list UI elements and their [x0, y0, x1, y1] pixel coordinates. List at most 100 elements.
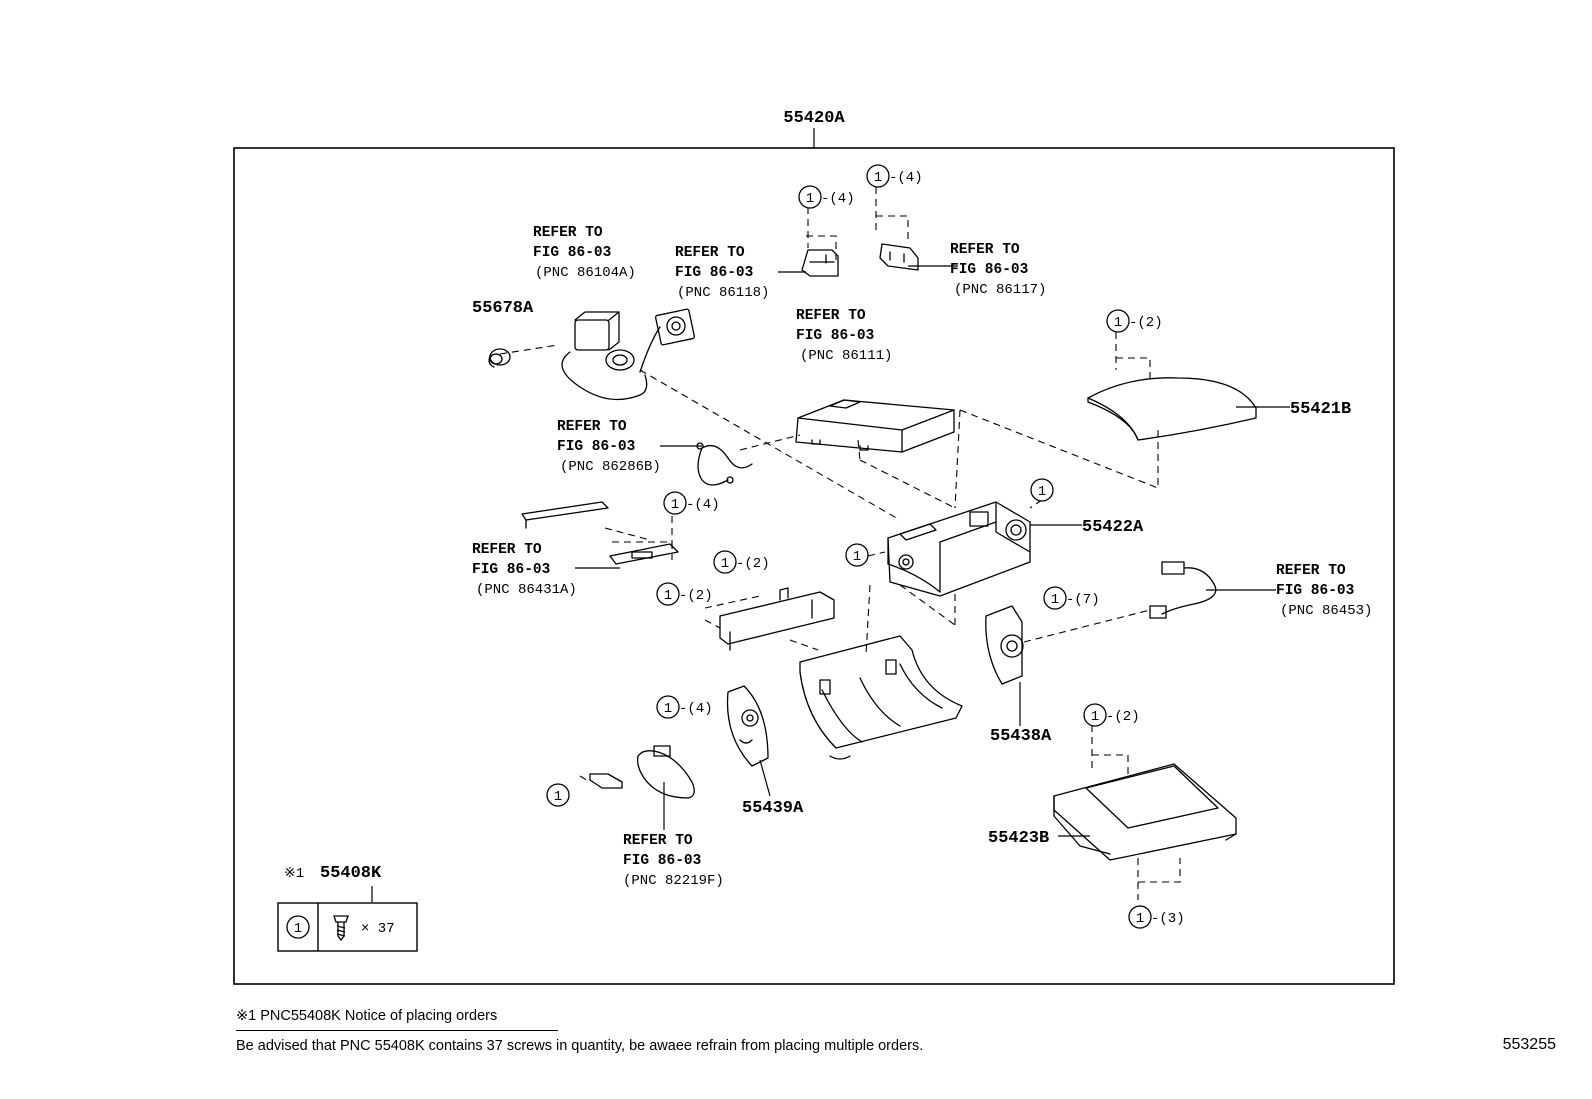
ref-86453-line2: FIG 86-03: [1276, 583, 1354, 599]
ref-86111-line2: FIG 86-03: [796, 328, 874, 344]
kit-label: 55408K: [320, 864, 382, 883]
callout-1-q2-d[interactable]: 1 -(2): [1083, 703, 1140, 727]
callout-1-q4-b[interactable]: 1 -(4): [866, 164, 923, 188]
part-86118-bracket[interactable]: [801, 249, 839, 277]
callout-num: 1: [1136, 911, 1144, 927]
part-55439A-vent[interactable]: [726, 685, 769, 767]
callout-1-b[interactable]: 1: [845, 543, 869, 567]
ref-86104A-line3: (PNC 86104A): [535, 265, 636, 281]
part-55423B-tray[interactable]: [1053, 763, 1237, 861]
ref-86286B-line2: FIG 86-03: [557, 439, 635, 455]
callout-qty: -(3): [1151, 911, 1185, 927]
ref-86286B-line3: (PNC 86286B): [560, 459, 661, 475]
part-bracket-strip[interactable]: [719, 587, 835, 651]
kit-mark: ※1: [284, 866, 304, 882]
ref-86453-line1: REFER TO: [1276, 563, 1346, 579]
ref-86286B-line1: REFER TO: [557, 419, 627, 435]
notice-underline: [236, 1030, 558, 1031]
callout-qty: -(2): [1129, 315, 1163, 331]
callout-1-q4-d[interactable]: 1 -(4): [656, 695, 713, 719]
callout-qty: -(4): [821, 191, 855, 207]
ref-86118-line3: (PNC 86118): [677, 285, 769, 301]
ref-86453-line3: (PNC 86453): [1280, 603, 1372, 619]
ref-86431A-line2: FIG 86-03: [472, 562, 550, 578]
screw-icon: [333, 915, 349, 942]
callout-num: 1: [721, 556, 729, 572]
figure-id: 553255: [1502, 1036, 1556, 1053]
callout-num: 1: [1038, 484, 1046, 500]
callout-qty: -(2): [1106, 709, 1140, 725]
callout-num: 1: [664, 588, 672, 604]
kit-quantity: × 37: [361, 921, 395, 937]
ref-82219F-line3: (PNC 82219F): [623, 873, 724, 889]
leader-lines: [371, 265, 1290, 902]
callout-1-a[interactable]: 1: [1030, 478, 1054, 502]
ref-86111[interactable]: REFER TO FIG 86-03 (PNC 86111): [796, 308, 892, 364]
part-82219F-light[interactable]: [589, 745, 695, 799]
part-lower-shell[interactable]: [799, 635, 963, 760]
part-number-55421B[interactable]: 55421B: [1290, 400, 1351, 419]
ref-86431A-line3: (PNC 86431A): [476, 582, 577, 598]
dashed-guides: [499, 187, 1181, 900]
assembly-frame: [233, 147, 1395, 985]
callout-num: 1: [806, 191, 814, 207]
part-86117-bracket[interactable]: [879, 243, 919, 271]
callout-num: 1: [874, 170, 882, 186]
callout-qty: -(4): [889, 170, 923, 186]
ref-82219F-line1: REFER TO: [623, 833, 693, 849]
ref-82219F-line2: FIG 86-03: [623, 853, 701, 869]
callout-1-q7[interactable]: 1 -(7): [1043, 586, 1100, 610]
callouts: 1 -(4) 1 -(4) 1 -(2) 1 1 1 -(4) 1: [546, 164, 1185, 929]
callout-1-q2-b[interactable]: 1 -(2): [713, 550, 770, 574]
callout-qty: -(4): [679, 701, 713, 717]
part-86453-harness[interactable]: [1149, 561, 1217, 619]
ref-86104A[interactable]: REFER TO FIG 86-03 (PNC 86104A): [533, 225, 636, 281]
callout-1-q3[interactable]: 1 -(3): [1128, 905, 1185, 929]
notice-body: Be advised that PNC 55408K contains 37 s…: [236, 1038, 924, 1054]
ref-86111-line3: (PNC 86111): [800, 348, 892, 364]
ref-86117-line3: (PNC 86117): [954, 282, 1046, 298]
ref-86453[interactable]: REFER TO FIG 86-03 (PNC 86453): [1276, 563, 1372, 619]
ref-86117-line1: REFER TO: [950, 242, 1020, 258]
part-number-55438A[interactable]: 55438A: [990, 727, 1052, 746]
ref-86117-line2: FIG 86-03: [950, 262, 1028, 278]
callout-qty: -(2): [736, 556, 770, 572]
ref-86104A-line2: FIG 86-03: [533, 245, 611, 261]
kit-table: [277, 902, 418, 952]
part-55438A-vent[interactable]: [985, 605, 1024, 685]
part-number-55422A[interactable]: 55422A: [1082, 518, 1144, 537]
callout-num: 1: [1114, 315, 1122, 331]
callout-1-q2-c[interactable]: 1 -(2): [656, 582, 713, 606]
kit-55408K[interactable]: ※1 55408K 1 × 37: [277, 864, 418, 952]
callout-qty: -(2): [679, 588, 713, 604]
part-55678A-ring[interactable]: [488, 348, 511, 368]
ref-86117[interactable]: REFER TO FIG 86-03 (PNC 86117): [950, 242, 1046, 298]
notice-title: ※1 PNC55408K Notice of placing orders: [236, 1008, 498, 1024]
assembly-label[interactable]: 55420A: [783, 109, 845, 128]
callout-1-q4-a[interactable]: 1 -(4): [798, 185, 855, 209]
callout-1-q2-a[interactable]: 1 -(2): [1106, 309, 1163, 333]
part-55421B-lid[interactable]: [1087, 377, 1257, 441]
ref-86431A-line1: REFER TO: [472, 542, 542, 558]
ref-86431A[interactable]: REFER TO FIG 86-03 (PNC 86431A): [472, 542, 577, 598]
ref-86118-line2: FIG 86-03: [675, 265, 753, 281]
part-number-55678A[interactable]: 55678A: [472, 299, 534, 318]
ref-86286B[interactable]: REFER TO FIG 86-03 (PNC 86286B): [557, 419, 661, 475]
part-number-55423B[interactable]: 55423B: [988, 829, 1049, 848]
callout-num: 1: [1051, 592, 1059, 608]
part-number-55439A[interactable]: 55439A: [742, 799, 804, 818]
callout-1-q4-c[interactable]: 1 -(4): [663, 491, 720, 515]
callout-num: 1: [664, 701, 672, 717]
kit-item: 1: [294, 921, 302, 937]
callout-1-c[interactable]: 1: [546, 783, 570, 807]
ref-86118-line1: REFER TO: [675, 245, 745, 261]
part-86431A-cover[interactable]: [521, 501, 679, 565]
part-86104A-switch[interactable]: [561, 308, 696, 401]
callout-num: 1: [853, 549, 861, 565]
ref-82219F[interactable]: REFER TO FIG 86-03 (PNC 82219F): [623, 833, 724, 889]
part-86111-box[interactable]: [795, 399, 955, 453]
part-55422A-bracket[interactable]: [887, 501, 1031, 597]
ref-86118[interactable]: REFER TO FIG 86-03 (PNC 86118): [675, 245, 769, 301]
callout-qty: -(7): [1066, 592, 1100, 608]
